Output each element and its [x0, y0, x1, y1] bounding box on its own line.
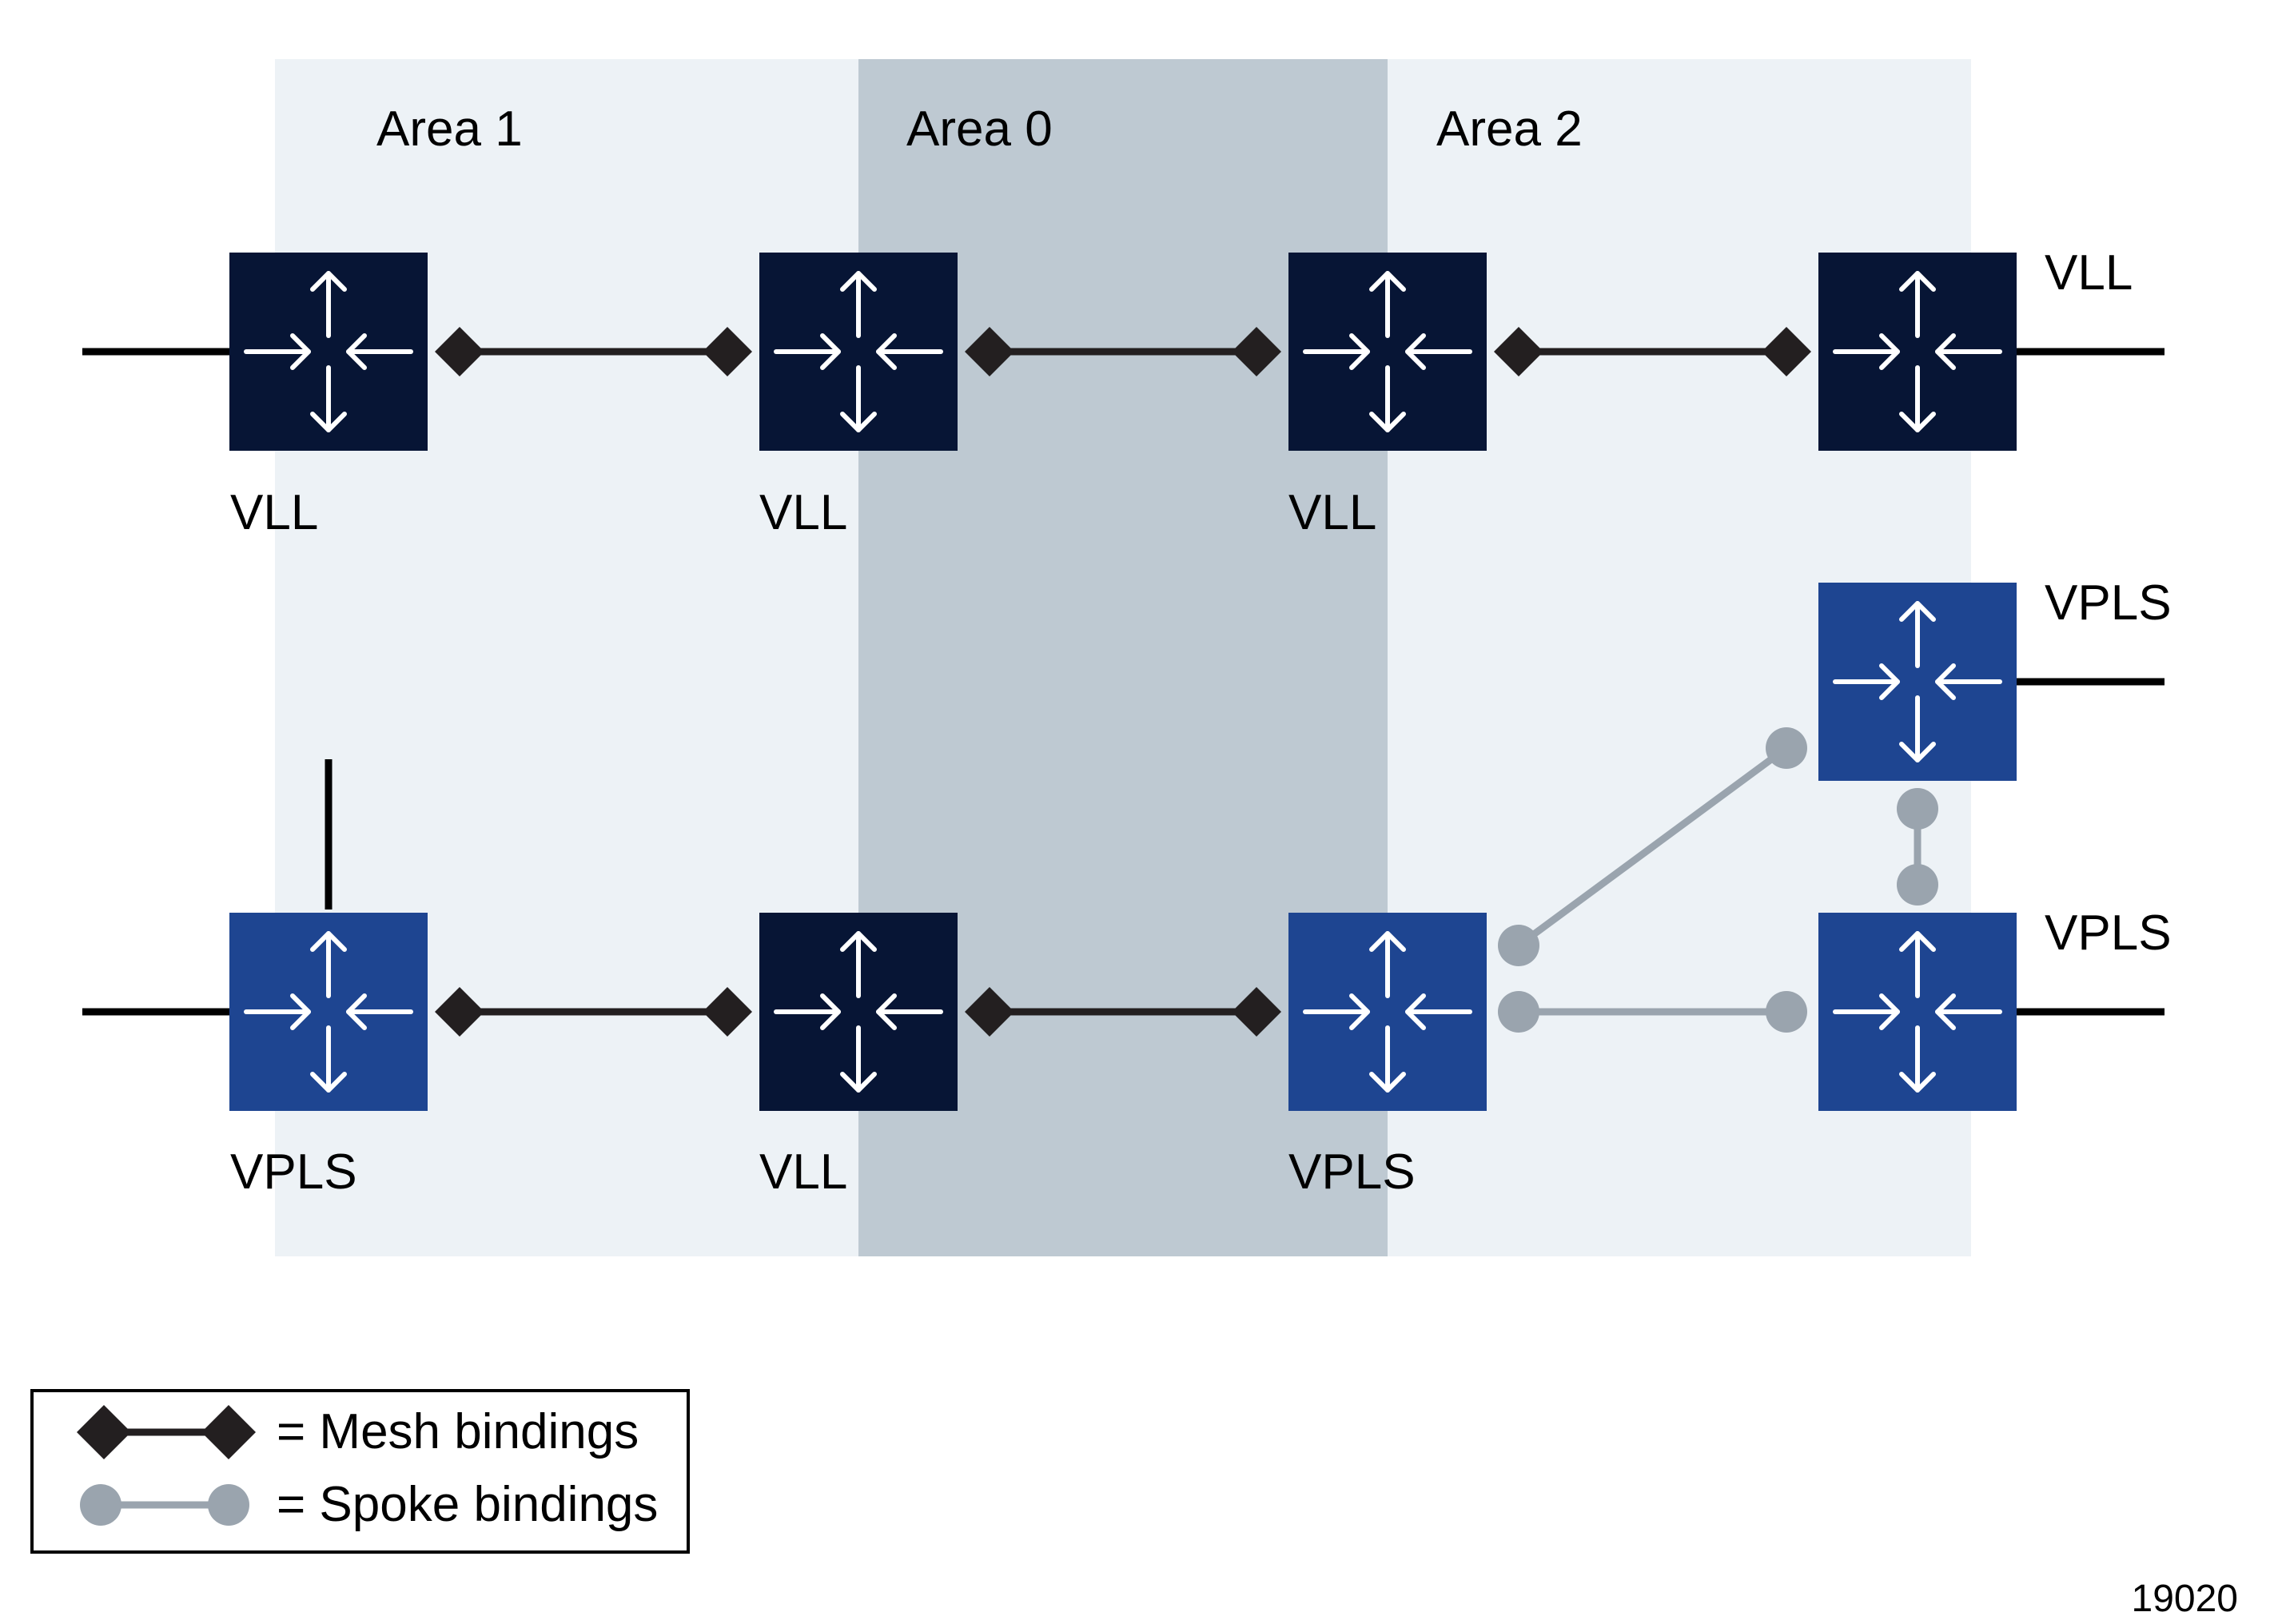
- areas: Area 1 Area 0 Area 2: [275, 59, 1971, 1256]
- mesh-binding-r2-r3: [965, 327, 1281, 376]
- router-r4-vll[interactable]: VLL: [1818, 245, 2133, 451]
- router-label: VPLS: [2045, 575, 2172, 631]
- mesh-endpoint: [965, 987, 1014, 1037]
- mesh-binding-r3-r4: [1494, 327, 1811, 376]
- router-r5-vpls[interactable]: VPLS: [229, 913, 428, 1200]
- spoke-binding-r7-r8: [1498, 727, 1807, 966]
- mesh-endpoint: [435, 987, 484, 1037]
- area-0-label: Area 0: [906, 102, 1053, 157]
- router-r6-vll[interactable]: VLL: [759, 913, 958, 1200]
- attachment-circuits: [82, 348, 2164, 1016]
- area-2-label: Area 2: [1436, 102, 1583, 157]
- legend-mesh-label: = Mesh bindings: [277, 1404, 639, 1459]
- spoke-endpoint: [1897, 864, 1938, 906]
- router-label: VLL: [1288, 485, 1376, 540]
- router-label: VLL: [759, 485, 847, 540]
- router-r2-vll[interactable]: VLL: [759, 253, 958, 540]
- router-label: VLL: [759, 1144, 847, 1200]
- router-r7-vpls[interactable]: VPLS: [1288, 913, 1487, 1200]
- mesh-binding-r5-r6: [435, 987, 752, 1037]
- spoke-endpoint: [1766, 727, 1807, 769]
- router-r8-vpls[interactable]: VPLS: [1818, 575, 2172, 781]
- mesh-endpoint: [1762, 327, 1811, 376]
- spoke-endpoint: [1498, 925, 1539, 966]
- area-1-label: Area 1: [376, 102, 523, 157]
- legend-box: [30, 1389, 690, 1554]
- routers: VLL VLL VLL VLL VPLS VLL VPLS VPLS VPLS: [229, 245, 2172, 1200]
- router-label: VPLS: [230, 1144, 357, 1200]
- mesh-binding-r6-r7: [965, 987, 1281, 1037]
- bindings: [435, 327, 1938, 1037]
- legend-spoke-label: = Spoke bindings: [277, 1477, 658, 1532]
- mesh-endpoint: [703, 987, 752, 1037]
- spoke-endpoint: [1498, 991, 1539, 1033]
- router-label: VLL: [230, 485, 318, 540]
- spoke-binding-r8-r9: [1897, 788, 1938, 906]
- mesh-endpoint: [1232, 987, 1281, 1037]
- router-r1-vll[interactable]: VLL: [229, 253, 428, 540]
- mesh-endpoint: [965, 327, 1014, 376]
- router-r9-vpls[interactable]: VPLS: [1818, 906, 2172, 1111]
- spoke-endpoint: [1766, 991, 1807, 1033]
- mesh-binding-r1-r2: [435, 327, 752, 376]
- spoke-endpoint: [1897, 788, 1938, 830]
- figure-number: 19020: [2132, 1578, 2238, 1620]
- mesh-endpoint: [435, 327, 484, 376]
- router-r3-vll[interactable]: VLL: [1288, 253, 1487, 540]
- spoke-binding-r7-r9: [1498, 991, 1807, 1033]
- legend: = Mesh bindings = Spoke bindings: [30, 1389, 690, 1554]
- legend-mesh-symbol: [77, 1405, 256, 1459]
- mesh-endpoint: [1494, 327, 1543, 376]
- router-label: VPLS: [2045, 906, 2172, 961]
- mesh-endpoint: [703, 327, 752, 376]
- mesh-endpoint: [1232, 327, 1281, 376]
- router-label: VLL: [2045, 245, 2133, 301]
- legend-spoke-symbol: [80, 1484, 249, 1526]
- router-label: VPLS: [1288, 1144, 1416, 1200]
